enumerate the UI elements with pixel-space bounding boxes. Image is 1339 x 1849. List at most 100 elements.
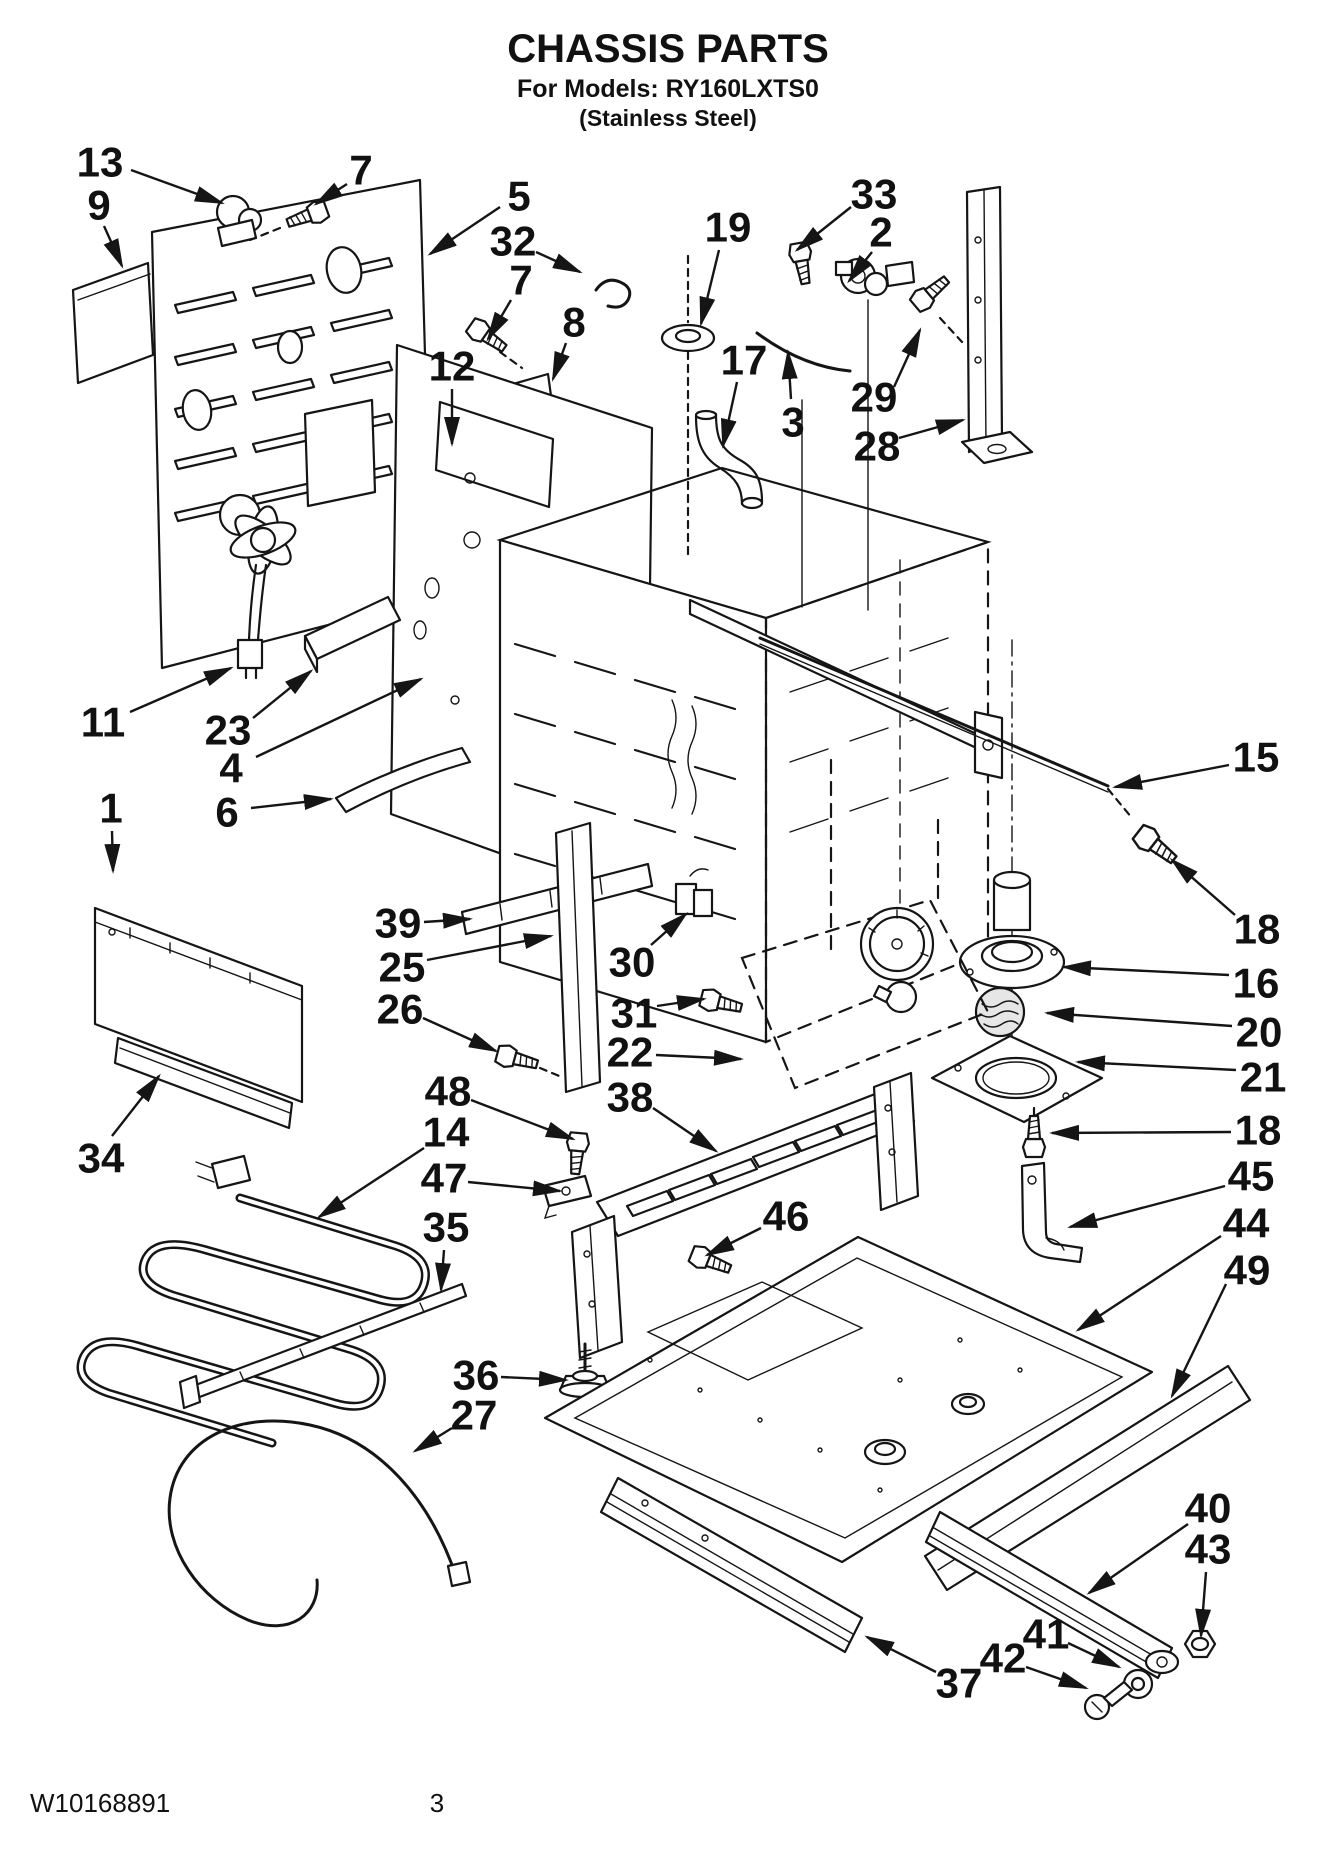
callout-number: 46 bbox=[763, 1193, 810, 1240]
callout-arrow bbox=[898, 418, 966, 440]
callout-42: 42 bbox=[980, 1635, 1089, 1690]
page-number: 3 bbox=[430, 1788, 444, 1818]
callout-9: 9 bbox=[87, 182, 124, 269]
drawer-front-frame bbox=[570, 1071, 920, 1360]
callout-number: 7 bbox=[509, 257, 532, 304]
drawer-rail-right bbox=[924, 1510, 1180, 1680]
callout-arrow bbox=[1170, 1283, 1228, 1399]
callout-39: 39 bbox=[375, 900, 473, 947]
callout-arrow bbox=[316, 1146, 425, 1219]
callout-arrow bbox=[435, 1249, 451, 1293]
frame-clip-bracket bbox=[541, 1174, 593, 1220]
callout-11: 11 bbox=[81, 666, 234, 746]
callout-number: 47 bbox=[421, 1155, 468, 1202]
callout-number: 7 bbox=[349, 147, 372, 194]
callout-number: 28 bbox=[854, 423, 901, 470]
callout-16: 16 bbox=[1061, 960, 1280, 1007]
callout-29: 29 bbox=[851, 327, 922, 421]
side-trim-strip bbox=[334, 746, 472, 814]
callout-15: 15 bbox=[1112, 734, 1279, 790]
vent-hood-motor bbox=[215, 194, 332, 248]
callout-23: 23 bbox=[205, 669, 314, 754]
callout-arrow bbox=[794, 206, 852, 252]
callout-arrow bbox=[104, 830, 121, 874]
callout-arrow bbox=[1075, 1055, 1237, 1072]
callout-number: 6 bbox=[215, 789, 238, 836]
callout-14: 14 bbox=[316, 1109, 470, 1219]
callout-30: 30 bbox=[609, 912, 689, 986]
bake-element bbox=[76, 1154, 430, 1448]
callout-number: 22 bbox=[607, 1029, 654, 1076]
callout-arrow bbox=[720, 381, 739, 449]
callout-arrow bbox=[656, 995, 707, 1011]
cooling-fan-assembly bbox=[218, 493, 297, 680]
callout-arrow bbox=[781, 349, 798, 400]
callout-36: 36 bbox=[453, 1352, 569, 1399]
oven-latch bbox=[674, 868, 745, 1020]
callout-28: 28 bbox=[854, 418, 966, 470]
callout-32: 32 bbox=[490, 218, 583, 274]
callout-number: 36 bbox=[453, 1352, 500, 1399]
callout-arrow bbox=[129, 666, 234, 714]
callout-31: 31 bbox=[611, 990, 707, 1037]
callout-18: 18 bbox=[1049, 1107, 1282, 1154]
rear-access-cover bbox=[303, 595, 402, 674]
callout-arrow bbox=[467, 1180, 563, 1197]
callout-8: 8 bbox=[551, 299, 586, 382]
callout-arrow bbox=[1044, 1006, 1233, 1028]
callout-45: 45 bbox=[1067, 1153, 1275, 1229]
callout-number: 43 bbox=[1185, 1526, 1232, 1573]
page-title: CHASSIS PARTS bbox=[507, 27, 829, 71]
callout-number: 5 bbox=[507, 173, 530, 220]
callout-number: 16 bbox=[1233, 960, 1280, 1007]
callout-arrow bbox=[255, 677, 424, 759]
anti-tip-bracket bbox=[1020, 1161, 1084, 1264]
callout-number: 40 bbox=[1185, 1485, 1232, 1532]
callout-number: 31 bbox=[611, 990, 658, 1037]
burner-orifice-stack bbox=[930, 639, 1104, 1159]
callout-arrow bbox=[1195, 1571, 1212, 1639]
finish-line: (Stainless Steel) bbox=[579, 105, 757, 131]
callout-33: 33 bbox=[794, 171, 897, 252]
callout-number: 49 bbox=[1224, 1247, 1271, 1294]
callout-number: 23 bbox=[205, 707, 252, 754]
callout-4: 4 bbox=[219, 677, 424, 792]
callout-arrow bbox=[652, 1107, 719, 1153]
callout-arrow bbox=[1169, 858, 1236, 916]
callout-number: 37 bbox=[936, 1660, 983, 1707]
callout-number: 18 bbox=[1235, 1107, 1282, 1154]
channel-screw bbox=[493, 1041, 566, 1080]
callout-number: 34 bbox=[78, 1135, 125, 1182]
callout-arrow bbox=[423, 912, 473, 929]
callout-49: 49 bbox=[1170, 1247, 1271, 1399]
callout-number: 29 bbox=[851, 374, 898, 421]
callout-number: 13 bbox=[77, 139, 124, 186]
callout-number: 38 bbox=[607, 1074, 654, 1121]
callout-46: 46 bbox=[704, 1193, 810, 1257]
rear-vent-panel bbox=[150, 178, 434, 670]
callout-21: 21 bbox=[1075, 1054, 1286, 1101]
callout-number: 2 bbox=[869, 209, 892, 256]
callout-arrow bbox=[1067, 1641, 1122, 1669]
callout-12: 12 bbox=[429, 343, 475, 447]
callout-arrow bbox=[130, 168, 225, 205]
callout-arrow bbox=[422, 1016, 499, 1053]
base-pan bbox=[543, 1235, 1154, 1564]
callout-22: 22 bbox=[607, 1029, 744, 1076]
vent-grommet bbox=[660, 254, 716, 562]
callout-number: 27 bbox=[451, 1392, 498, 1439]
frame-screw bbox=[686, 1242, 735, 1281]
callout-number: 4 bbox=[219, 745, 243, 792]
callout-17: 17 bbox=[720, 337, 767, 449]
light-switch-box bbox=[740, 758, 990, 1090]
callout-27: 27 bbox=[412, 1392, 498, 1453]
callout-arrow bbox=[470, 1098, 576, 1141]
callout-arrow bbox=[892, 327, 922, 388]
callout-arrow bbox=[252, 669, 314, 719]
drawer-rail-left bbox=[599, 1476, 864, 1654]
callout-arrow bbox=[1061, 960, 1230, 977]
callout-arrow bbox=[102, 225, 124, 269]
callout-number: 45 bbox=[1228, 1153, 1275, 1200]
